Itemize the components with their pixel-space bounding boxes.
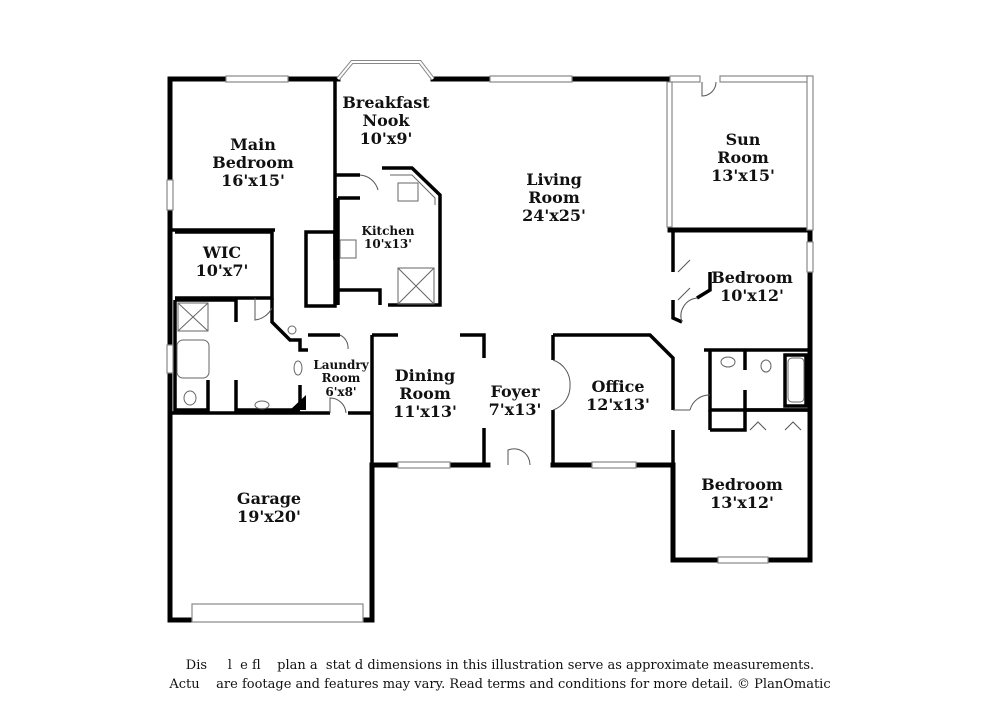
kitchen-label: Kitchen 10'x13' (361, 224, 415, 252)
windows (166, 60, 814, 623)
wic-label: WIC 10'x7' (196, 244, 249, 280)
room-name: Main Bedroom (212, 135, 294, 172)
room-name: Foyer (490, 382, 540, 401)
bedroom-2-label: Bedroom 10'x12' (711, 269, 793, 305)
room-dimensions: 10'x9' (359, 128, 413, 148)
room-dimensions: 24'x25' (522, 205, 586, 225)
fixtures (176, 174, 805, 410)
dining-room-label: Dining Room 11'x13' (393, 367, 457, 421)
room-dimensions: 13'x12' (710, 492, 774, 512)
living-room-label: Living Room 24'x25' (522, 171, 586, 225)
room-dimensions: 7'x13' (488, 399, 542, 419)
room-name: Office (591, 377, 645, 396)
breakfast-nook-label: Breakfast Nook 10'x9' (342, 94, 429, 148)
room-name: Laundry Room (313, 358, 369, 386)
room-name: Bedroom (711, 268, 793, 287)
main-bedroom-label: Main Bedroom 16'x15' (212, 136, 294, 190)
room-dimensions: 6'x8' (325, 384, 357, 399)
garage-label: Garage 19'x20' (237, 490, 301, 526)
room-name: Breakfast Nook (342, 93, 430, 130)
room-name: Garage (236, 489, 302, 508)
stairs-dark-wedge (290, 395, 306, 410)
interior-walls (170, 79, 810, 465)
room-dimensions: 16'x15' (221, 170, 285, 190)
room-name: WIC (202, 243, 242, 262)
disclaimer-line-1: Dis l e fl plan a stat d dimensions in t… (185, 658, 815, 673)
room-name: Bedroom (701, 475, 783, 494)
room-name: Living Room (526, 170, 582, 207)
office-label: Office 12'x13' (586, 378, 650, 414)
sun-room-label: Sun Room 13'x15' (711, 131, 775, 185)
doors (254, 81, 802, 466)
room-dimensions: 11'x13' (393, 401, 457, 421)
room-dimensions: 10'x13' (364, 237, 412, 252)
room-name: Kitchen (361, 224, 415, 238)
disclaimer-line-2: Actu are footage and features may vary. … (169, 677, 831, 692)
room-dimensions: 13'x15' (711, 165, 775, 185)
room-name: Sun Room (717, 130, 769, 167)
room-dimensions: 10'x12' (720, 285, 784, 305)
foyer-label: Foyer 7'x13' (489, 383, 542, 419)
room-dimensions: 12'x13' (586, 394, 650, 414)
bedroom-3-label: Bedroom 13'x12' (701, 476, 783, 512)
room-name: Dining Room (394, 366, 456, 403)
disclaimer: Dis l e fl plan a stat d dimensions in t… (0, 656, 1000, 694)
room-dimensions: 19'x20' (237, 506, 301, 526)
laundry-room-label: Laundry Room 6'x8' (313, 358, 369, 399)
room-dimensions: 10'x7' (195, 260, 249, 280)
